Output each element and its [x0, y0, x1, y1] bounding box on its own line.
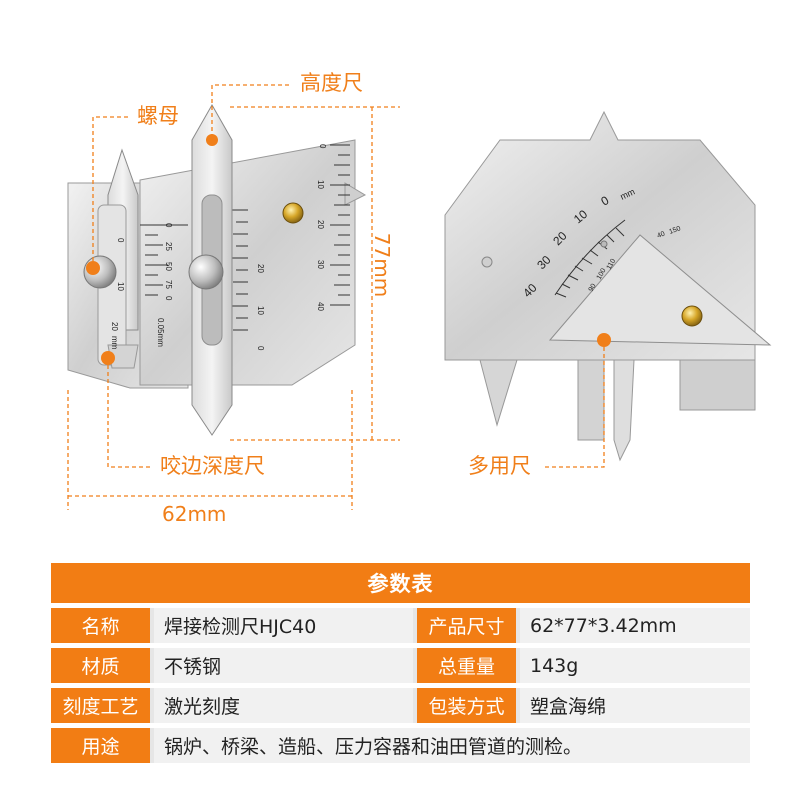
spec-label: 总重量 — [417, 648, 516, 683]
scale-label: 0 — [318, 144, 327, 149]
spec-label: 产品尺寸 — [417, 608, 516, 643]
spec-value: 塑盒海绵 — [520, 688, 750, 723]
height-dimension-label: 77mm — [370, 232, 395, 298]
scale-label: 0 — [256, 346, 265, 351]
angle-scale-label: 40 — [656, 231, 666, 240]
scale-label: 30 — [316, 260, 325, 269]
height-gauge-callout: 高度尺 — [300, 71, 363, 95]
table-row: 用途 锅炉、桥梁、造船、压力容器和油田管道的测检。 — [51, 728, 750, 763]
scale-label: 20 — [256, 264, 265, 273]
scale-label: 20 — [110, 322, 119, 331]
angle-scale-label: 100 — [596, 267, 608, 281]
spec-label: 材质 — [51, 648, 150, 683]
undercut-depth-gauge — [67, 103, 367, 436]
spec-table: 参数表 名称 焊接检测尺HJC40 产品尺寸 62*77*3.42mm 材质 不… — [51, 563, 750, 763]
table-row: 刻度工艺 激光刻度 包装方式 塑盒海绵 — [51, 688, 750, 723]
spec-label: 包装方式 — [417, 688, 516, 723]
scale-label: 20 — [316, 220, 325, 229]
spec-value: 不锈钢 — [154, 648, 413, 683]
table-row: 名称 焊接检测尺HJC40 产品尺寸 62*77*3.42mm — [51, 608, 750, 643]
scale-label: 10 — [116, 282, 125, 291]
spec-value: 锅炉、桥梁、造船、压力容器和油田管道的测检。 — [154, 728, 750, 763]
scale-label: 0 — [116, 238, 125, 243]
nut-callout: 螺母 — [137, 104, 179, 128]
scale-label: mm — [110, 336, 119, 350]
scale-label: 40 — [316, 302, 325, 311]
scale-label: 0 — [164, 296, 173, 301]
multi-gauge-callout: 多用尺 — [468, 454, 531, 478]
scale-label: 0 — [164, 223, 173, 228]
undercut-gauge-callout: 咬边深度尺 — [160, 454, 265, 478]
spec-label: 用途 — [51, 728, 150, 763]
angle-scale-label: 90 — [588, 283, 598, 293]
angle-scale-label: 150 — [668, 225, 681, 236]
scale-label: 0.05mm — [156, 318, 165, 347]
scale-label: 50 — [164, 262, 173, 271]
spec-value: 焊接检测尺HJC40 — [154, 608, 413, 643]
angle-scale-label: 110 — [606, 258, 618, 271]
scale-label: 75 — [164, 280, 173, 289]
spec-table-title: 参数表 — [51, 563, 750, 603]
spec-value: 143g — [520, 648, 750, 683]
scale-label: 10 — [256, 306, 265, 315]
scale-label: 10 — [316, 180, 325, 189]
width-dimension-label: 62mm — [162, 502, 227, 526]
spec-value: 62*77*3.42mm — [520, 608, 750, 643]
table-row: 材质 不锈钢 总重量 143g — [51, 648, 750, 683]
spec-value: 激光刻度 — [154, 688, 413, 723]
scale-label: 25 — [164, 242, 173, 251]
spec-label: 刻度工艺 — [51, 688, 150, 723]
multi-purpose-gauge — [444, 110, 772, 462]
spec-label: 名称 — [51, 608, 150, 643]
